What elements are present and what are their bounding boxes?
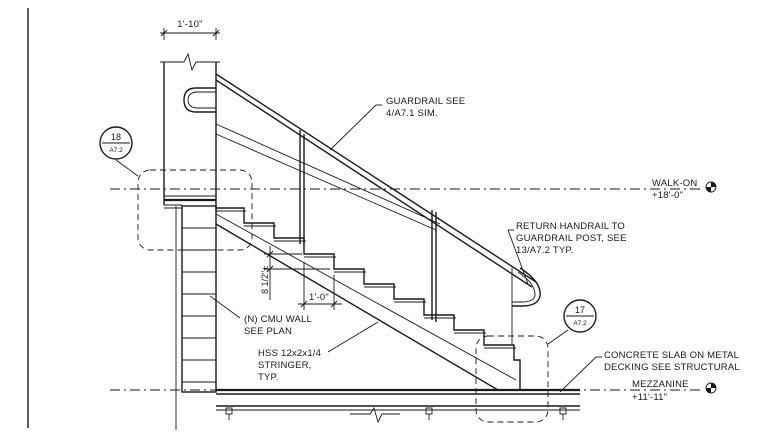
break-line-icon: [350, 406, 400, 424]
cmu-wall-line-2: SEE PLAN: [244, 326, 292, 337]
stair-treads: [216, 207, 521, 390]
tread-depth-label: 1'-0": [309, 292, 329, 303]
guardrail-note-line-2: 4/A7.1 SIM.: [386, 108, 438, 119]
stringer: [215, 213, 517, 391]
callout-18-sheet: A7.2: [109, 147, 123, 154]
return-handrail-note: RETURN HANDRAIL TO GUARDRAIL POST, SEE 1…: [507, 221, 627, 285]
mezzanine-label: MEZZANINE: [632, 379, 689, 390]
walk-on-label: WALK-ON: [652, 178, 697, 189]
elevation-marker-icon: [705, 382, 717, 394]
guardrail-note: GUARDRAIL SEE 4/A7.1 SIM.: [329, 96, 465, 151]
concrete-slab-line-2: DECKING SEE STRUCTURAL: [604, 362, 740, 373]
tread-dimension: 1'-0": [298, 262, 342, 310]
callout-18-number: 18: [111, 132, 121, 142]
walk-on-elevation: +18'-0": [652, 190, 683, 201]
overall-width-dimension: 1'-10": [160, 19, 220, 40]
elevation-marker-icon: [705, 181, 717, 193]
return-handrail-line-1: RETURN HANDRAIL TO: [516, 221, 625, 232]
guardrail: [183, 73, 541, 345]
cmu-wall-note: (N) CMU WALL SEE PLAN: [209, 295, 312, 337]
mezzanine-level: MEZZANINE +11'-11": [110, 379, 717, 403]
concrete-slab-line-1: CONCRETE SLAB ON METAL: [604, 350, 739, 361]
return-handrail-line-2: GUARDRAIL POST, SEE: [516, 233, 627, 244]
mezzanine-slab: [216, 388, 580, 424]
stringer-line-2: STRINGER,: [258, 360, 312, 371]
upper-slab: [164, 195, 216, 202]
return-handrail-line-3: 13/A7.2 TYP.: [516, 245, 574, 256]
callout-17: 17 A7.2: [563, 299, 597, 333]
stringer-line-1: HSS 12x2x1/4: [258, 348, 321, 359]
cmu-wall-line-1: (N) CMU WALL: [244, 314, 312, 325]
walk-on-level: WALK-ON +18'-0": [110, 178, 717, 201]
stringer-note: HSS 12x2x1/4 STRINGER, TYP.: [258, 321, 379, 383]
riser-dimension: 8 1/2"±: [260, 246, 330, 300]
callout-17-number: 17: [575, 305, 585, 315]
overall-width-label: 1'-10": [177, 19, 202, 30]
detail-cloud-18: [115, 159, 253, 251]
detail-cloud-17: [475, 329, 569, 423]
break-line-icon: [160, 52, 220, 72]
riser-height-label: 8 1/2"±: [260, 266, 270, 294]
callout-17-sheet: A7.2: [573, 320, 587, 327]
cmu-wall: [164, 204, 217, 430]
callout-18: 18 A7.2: [99, 126, 133, 160]
stringer-line-3: TYP.: [258, 372, 279, 383]
concrete-slab-note: CONCRETE SLAB ON METAL DECKING SEE STRUC…: [559, 350, 740, 393]
guardrail-note-line-1: GUARDRAIL SEE: [386, 96, 465, 107]
wall-column-outline: [160, 52, 220, 210]
mezzanine-elevation: +11'-11": [632, 392, 667, 403]
